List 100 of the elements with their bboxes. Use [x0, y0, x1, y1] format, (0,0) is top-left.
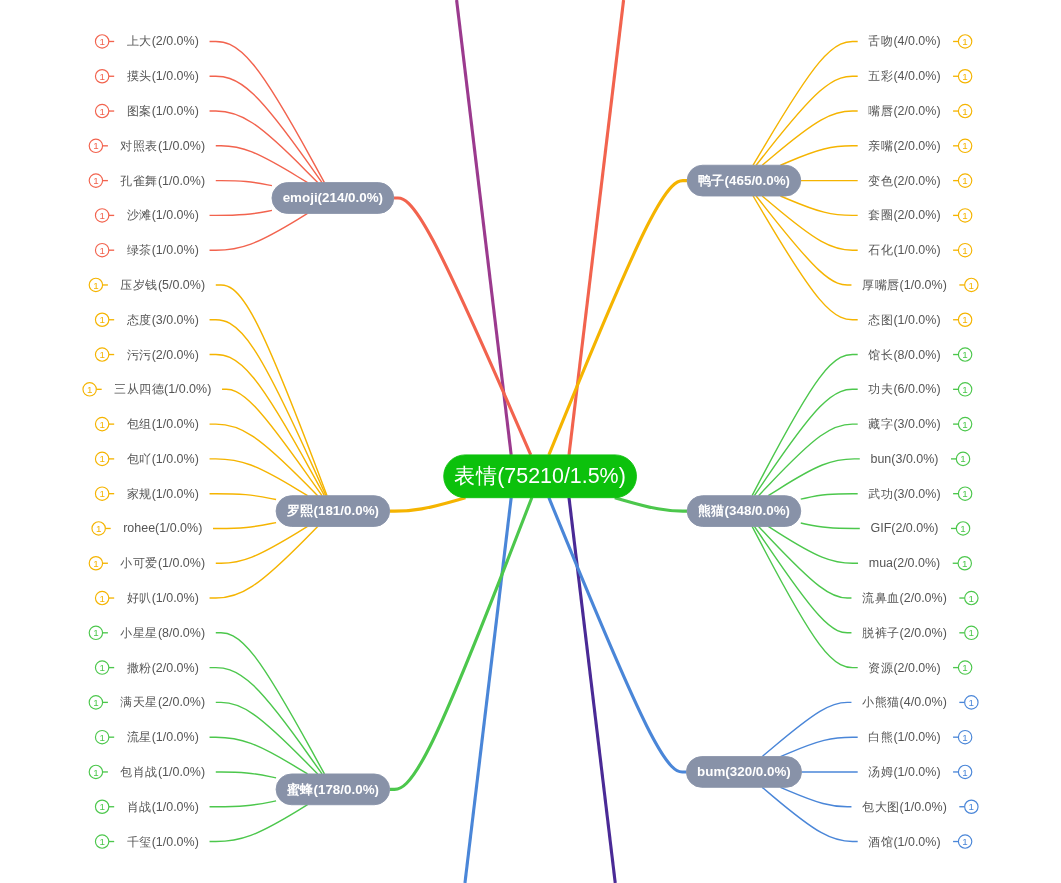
connector-line — [208, 525, 319, 599]
connector-line — [800, 179, 859, 182]
branch-pill: 罗熙(181/0.0%) — [275, 495, 391, 527]
leaf-label: 上大(2/0.0%) — [126, 33, 199, 49]
leaf-label: 功夫(6/0.0%) — [868, 381, 941, 396]
connector-line — [215, 145, 309, 184]
connector-line — [208, 212, 309, 251]
connector-line — [779, 736, 859, 758]
leaf-label: 三从四德(1/0.0%) — [114, 381, 212, 396]
connector-line — [547, 497, 687, 774]
connector-line — [208, 492, 277, 501]
leaf-label: 小熊猫(4/0.0%) — [862, 694, 947, 710]
connector-line — [208, 804, 309, 843]
connector-line — [800, 522, 861, 530]
leaf-label: 嘴唇(2/0.0%) — [868, 103, 941, 118]
leaf-label: 汤姆(1/0.0%) — [868, 764, 941, 779]
leaf-label: 流星(1/0.0%) — [126, 729, 199, 744]
connector-line — [757, 525, 853, 599]
leaf-label: 包肖战(1/0.0%) — [120, 764, 206, 779]
leaf-label: 包组(1/0.0%) — [126, 416, 199, 431]
leaf-label: 肖战(1/0.0%) — [126, 799, 199, 814]
leaf-label: 酒馆(1/0.0%) — [868, 833, 941, 849]
connector-line — [800, 492, 859, 500]
leaf-label: 态图(1/0.0%) — [868, 312, 941, 327]
connector-line — [753, 388, 859, 497]
leaf-label: 撒粉(2/0.0%) — [126, 660, 199, 675]
leaf-label: 压岁钱(5/0.0%) — [120, 277, 206, 292]
connector-line — [800, 771, 859, 773]
leaf-label: 武功(3/0.0%) — [868, 486, 941, 501]
connector-line — [215, 525, 309, 564]
leaf-label: 孔雀舞(1/0.0%) — [120, 173, 206, 188]
leaf-label: 流鼻血(2/0.0%) — [862, 590, 947, 605]
connector-line — [614, 496, 688, 513]
connector-line — [221, 388, 323, 497]
branch-pill: 蜜蜂(178/0.0%) — [275, 773, 391, 806]
connector-line — [212, 521, 277, 530]
leaf-label: 馆长(8/0.0%) — [868, 346, 941, 362]
connector-line — [767, 525, 859, 564]
leaf-label: 包大图(1/0.0%) — [862, 799, 947, 814]
leaf-label: 对照表(1/0.0%) — [120, 138, 206, 153]
leaf-label: 套圈(2/0.0%) — [868, 207, 941, 223]
connector-line — [547, 179, 688, 456]
leaf-label: 藏字(3/0.0%) — [868, 416, 941, 431]
branch-pill: emoji(214/0.0%) — [271, 182, 395, 214]
leaf-label: 好叭(1/0.0%) — [126, 590, 199, 605]
connector-line — [208, 209, 273, 217]
connector-line — [393, 196, 533, 456]
connector-line — [761, 195, 859, 251]
connector-line — [215, 771, 277, 779]
leaf-label: 千玺(1/0.0%) — [126, 833, 199, 849]
leaf-label: 白熊(1/0.0%) — [868, 729, 941, 744]
leaf-label: 摸头(1/0.0%) — [126, 68, 199, 83]
leaf-label: 家规(1/0.0%) — [126, 486, 199, 501]
connector-line — [779, 786, 853, 808]
connector-line — [751, 525, 859, 669]
connector-line — [215, 284, 328, 497]
leaf-label: 包吖(1/0.0%) — [126, 451, 199, 466]
leaf-label: GIF(2/0.0%) — [870, 520, 939, 536]
leaf-label: 亲嘴(2/0.0%) — [868, 138, 941, 153]
connector-line — [761, 110, 859, 166]
leaf-label: 图案(1/0.0%) — [126, 103, 199, 118]
connector-line — [755, 195, 853, 286]
leaf-label: 舌吻(4/0.0%) — [868, 33, 941, 49]
connector-line — [208, 736, 309, 775]
leaf-label: 变色(2/0.0%) — [868, 173, 941, 188]
leaf-label: bun(3/0.0%) — [870, 451, 939, 466]
connector-line — [463, 497, 513, 883]
connector-line — [389, 497, 534, 791]
leaf-label: 污污(2/0.0%) — [126, 346, 199, 362]
leaf-label: 小星星(8/0.0%) — [120, 625, 206, 640]
connector-line — [752, 40, 859, 166]
branch-pill: bum(320/0.0%) — [685, 756, 802, 788]
leaf-label: 态度(3/0.0%) — [126, 312, 199, 327]
connector-line — [753, 525, 853, 634]
leaf-label: 满天星(2/0.0%) — [120, 694, 206, 710]
leaf-label: 脱裤子(2/0.0%) — [862, 625, 947, 640]
connector-line — [215, 179, 273, 187]
connector-line — [779, 145, 859, 166]
leaf-label: 沙滩(1/0.0%) — [126, 207, 199, 223]
connector-line — [567, 0, 626, 456]
connector-line — [752, 195, 859, 321]
connector-line — [767, 458, 861, 497]
leaf-label: 资源(2/0.0%) — [868, 660, 941, 675]
branch-pill: 鸭子(465/0.0%) — [686, 164, 802, 197]
leaf-label: rohee(1/0.0%) — [123, 520, 203, 536]
connector-line — [215, 701, 319, 775]
connector-line — [208, 666, 323, 775]
topic-pill: 表情(75210/1.5%) — [443, 454, 637, 499]
connector-line — [755, 75, 859, 166]
connector-line — [208, 75, 323, 184]
leaf-label: 五彩(4/0.0%) — [868, 68, 941, 83]
leaf-label: 石化(1/0.0%) — [868, 242, 941, 257]
leaf-label: 厚嘴唇(1/0.0%) — [862, 277, 947, 292]
connector-line — [751, 353, 859, 497]
leaf-label: 小可爱(1/0.0%) — [120, 555, 206, 570]
connector-line — [208, 800, 277, 808]
leaf-label: 绿茶(1/0.0%) — [126, 242, 199, 257]
connector-line — [215, 632, 326, 775]
leaf-label: mua(2/0.0%) — [868, 555, 941, 570]
connector-line — [208, 319, 327, 497]
